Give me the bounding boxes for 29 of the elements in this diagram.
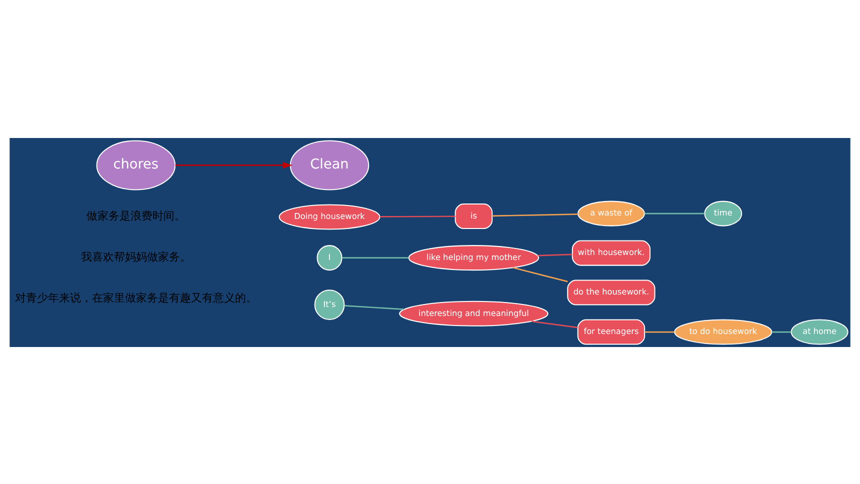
connector [644, 212, 705, 214]
node-circle: It’s [314, 289, 345, 320]
node-ellipse: a waste of [578, 200, 645, 226]
connector [342, 256, 409, 258]
node-ellipse: to do housework [674, 318, 772, 344]
label: 我喜欢帮妈妈做家务。 [80, 250, 191, 263]
connector [512, 266, 568, 282]
connector [531, 320, 578, 328]
arrow [175, 161, 292, 168]
node-ellipse: Clean [290, 140, 370, 190]
label: 做家务是浪费时间。 [86, 209, 186, 222]
connector [380, 215, 456, 217]
node-box: do the housework. [567, 279, 656, 305]
connector [772, 330, 792, 332]
node-ellipse: interesting and meaningful [399, 300, 548, 326]
node-ellipse: chores [96, 140, 176, 190]
node-ellipse: Doing housework [278, 204, 380, 230]
node-ellipse: time [704, 200, 742, 226]
node-box: for teenagers [577, 318, 646, 344]
node-box: with housework. [572, 240, 651, 266]
connector [492, 213, 578, 216]
connector [538, 253, 572, 256]
node-ellipse: like helping my mother [408, 244, 540, 270]
node-box: is [454, 203, 493, 229]
connector [344, 304, 404, 310]
node-circle: I [316, 244, 342, 270]
label: 对青少年来说，在家里做家务是有趣又有意义的。 [14, 290, 257, 304]
node-ellipse: at home [790, 318, 848, 344]
connector [644, 330, 674, 332]
